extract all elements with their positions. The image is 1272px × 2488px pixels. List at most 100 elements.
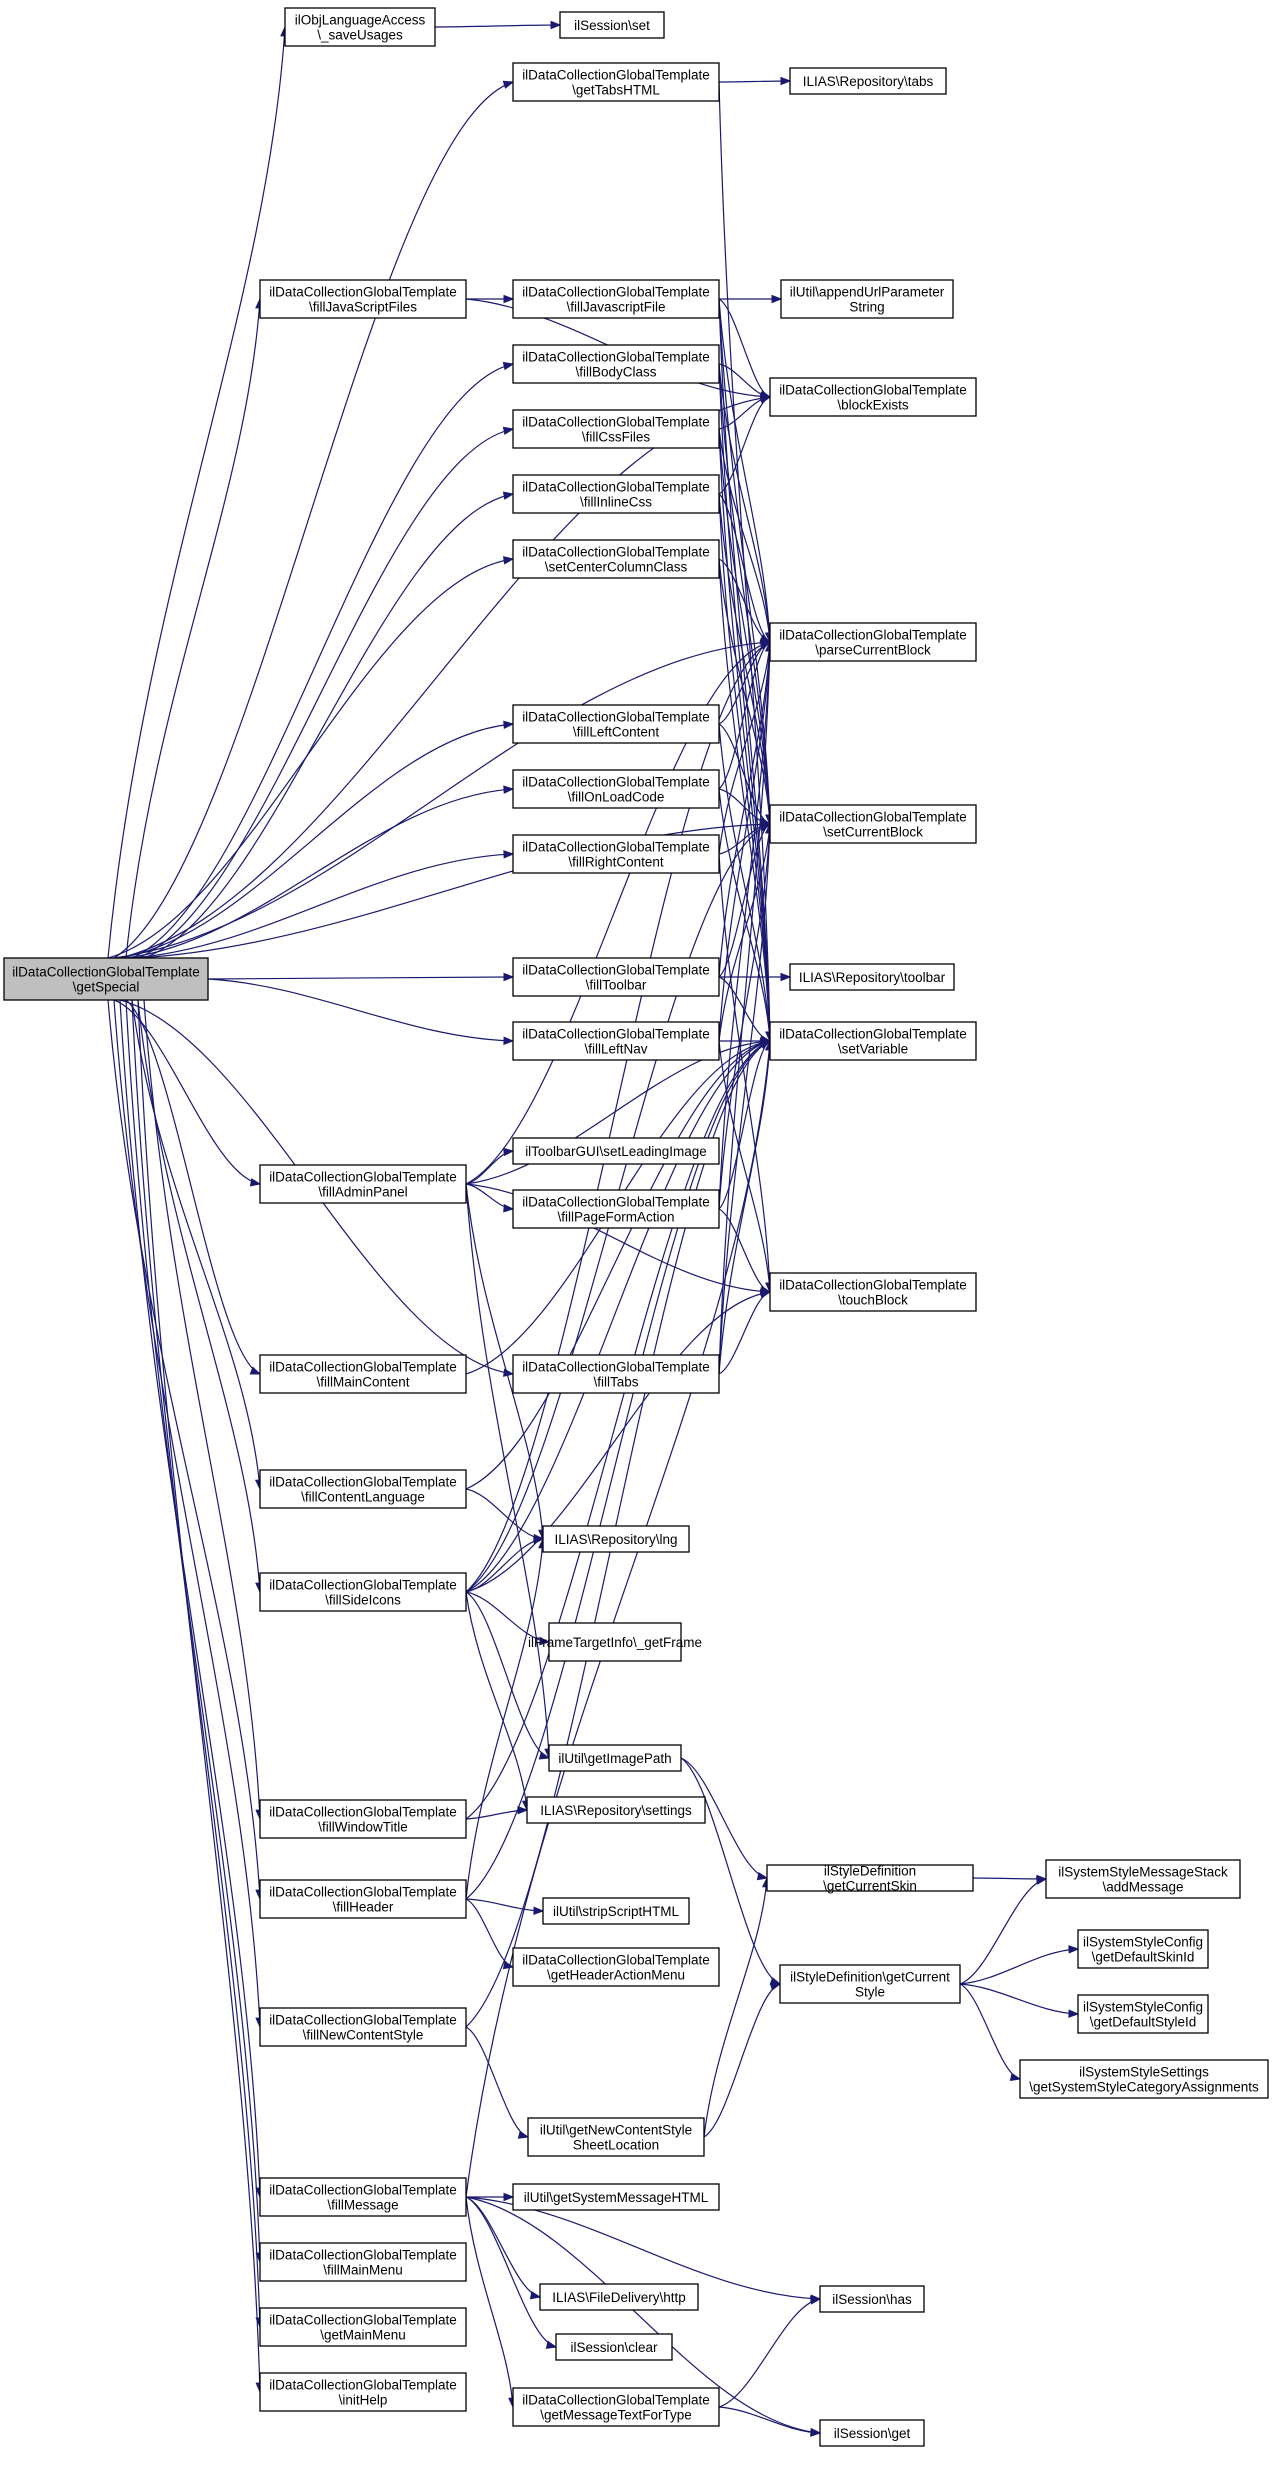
node-label: ilDataCollectionGlobalTemplate\initHelp bbox=[269, 2378, 457, 2408]
arrowhead bbox=[759, 395, 772, 404]
node-get-main-menu[interactable]: ilDataCollectionGlobalTemplate\getMainMe… bbox=[259, 2307, 467, 2347]
node-strip-script-html[interactable]: ilUtil\stripScriptHTML bbox=[542, 1897, 690, 1925]
node-fill-on-load-code[interactable]: ilDataCollectionGlobalTemplate\fillOnLoa… bbox=[512, 769, 720, 809]
node-fill-content-language[interactable]: ilDataCollectionGlobalTemplate\fillConte… bbox=[259, 1469, 467, 1509]
node-get-tabs-html[interactable]: ilDataCollectionGlobalTemplate\getTabsHT… bbox=[512, 62, 720, 102]
edge-get-image-path-to-get-current-skin bbox=[680, 1757, 768, 1879]
node-repo-toolbar[interactable]: ILIAS\Repository\toolbar bbox=[789, 963, 955, 991]
node-fill-side-icons[interactable]: ilDataCollectionGlobalTemplate\fillSideI… bbox=[259, 1572, 467, 1612]
node-fill-admin-panel[interactable]: ilDataCollectionGlobalTemplate\fillAdmin… bbox=[259, 1164, 467, 1204]
node-box bbox=[512, 344, 720, 384]
node-box bbox=[512, 769, 720, 809]
node-parse-current-block[interactable]: ilDataCollectionGlobalTemplate\parseCurr… bbox=[769, 622, 977, 662]
node-set-leading-image[interactable]: ilToolbarGUI\setLeadingImage bbox=[512, 1137, 720, 1165]
node-fill-body-class[interactable]: ilDataCollectionGlobalTemplate\fillBodyC… bbox=[512, 344, 720, 384]
edge-fill-page-form-action-to-set-variable bbox=[718, 1040, 771, 1210]
node-get-default-style-id[interactable]: ilSystemStyleConfig\getDefaultStyleId bbox=[1077, 1994, 1209, 2034]
node-set-current-block[interactable]: ilDataCollectionGlobalTemplate\setCurren… bbox=[769, 804, 977, 844]
node-save-usages[interactable]: ilObjLanguageAccess\_saveUsages bbox=[284, 7, 436, 47]
node-label: ilDataCollectionGlobalTemplate\fillCssFi… bbox=[522, 415, 710, 445]
node-fill-left-nav[interactable]: ilDataCollectionGlobalTemplate\fillLeftN… bbox=[512, 1021, 720, 1061]
node-fill-new-content-style[interactable]: ilDataCollectionGlobalTemplate\fillNewCo… bbox=[259, 2007, 467, 2047]
node-session-set[interactable]: ilSession\set bbox=[559, 11, 665, 39]
node-label: ilDataCollectionGlobalTemplate\fillLeftN… bbox=[522, 1027, 710, 1057]
node-get-image-path[interactable]: ilUtil\getImagePath bbox=[548, 1744, 682, 1772]
arrowhead bbox=[502, 361, 515, 371]
node-repo-lng[interactable]: ILIAS\Repository\lng bbox=[542, 1525, 690, 1553]
edge-root-to-fill-main-content bbox=[125, 999, 261, 1375]
node-box bbox=[542, 1897, 690, 1925]
node-add-message[interactable]: ilSystemStyleMessageStack\addMessage bbox=[1045, 1859, 1241, 1899]
node-box bbox=[259, 1354, 467, 1394]
node-fill-message[interactable]: ilDataCollectionGlobalTemplate\fillMessa… bbox=[259, 2177, 467, 2217]
node-set-center-column-class[interactable]: ilDataCollectionGlobalTemplate\setCenter… bbox=[512, 539, 720, 579]
arrowhead bbox=[529, 2291, 542, 2300]
node-fill-page-form-action[interactable]: ilDataCollectionGlobalTemplate\fillPageF… bbox=[512, 1189, 720, 1229]
node-get-header-action-menu[interactable]: ilDataCollectionGlobalTemplate\getHeader… bbox=[512, 1947, 720, 1987]
arrowhead bbox=[503, 1147, 515, 1157]
node-get-system-message-html[interactable]: ilUtil\getSystemMessageHTML bbox=[512, 2183, 720, 2211]
arrowhead bbox=[780, 972, 792, 982]
node-fill-javascript-file[interactable]: ilDataCollectionGlobalTemplate\fillJavas… bbox=[512, 279, 720, 319]
node-session-get[interactable]: ilSession\get bbox=[819, 2419, 925, 2447]
node-label: ilSession\clear bbox=[570, 2340, 658, 2355]
node-label: ilUtil\getSystemMessageHTML bbox=[524, 2190, 709, 2205]
edge-get-current-style-to-get-system-style-category-assignments bbox=[959, 1983, 1021, 2080]
edge-fill-admin-panel-to-touch-block bbox=[465, 1183, 771, 1293]
node-session-clear[interactable]: ilSession\clear bbox=[555, 2333, 673, 2361]
arrowhead bbox=[545, 2340, 558, 2349]
node-box bbox=[769, 622, 977, 662]
node-fill-toolbar[interactable]: ilDataCollectionGlobalTemplate\fillToolb… bbox=[512, 957, 720, 997]
node-get-default-skin-id[interactable]: ilSystemStyleConfig\getDefaultSkinId bbox=[1077, 1929, 1209, 1969]
node-label: ilDataCollectionGlobalTemplate\parseCurr… bbox=[779, 628, 967, 658]
node-block-exists[interactable]: ilDataCollectionGlobalTemplate\blockExis… bbox=[769, 377, 977, 417]
edge-fill-right-content-to-parse-current-block bbox=[718, 641, 771, 855]
edge-fill-content-language-to-repo-lng bbox=[465, 1488, 544, 1540]
node-fill-left-content[interactable]: ilDataCollectionGlobalTemplate\fillLeftC… bbox=[512, 704, 720, 744]
node-fill-header[interactable]: ilDataCollectionGlobalTemplate\fillHeade… bbox=[259, 1879, 467, 1919]
node-fill-inline-css[interactable]: ilDataCollectionGlobalTemplate\fillInlin… bbox=[512, 474, 720, 514]
node-init-help[interactable]: ilDataCollectionGlobalTemplate\initHelp bbox=[259, 2372, 467, 2412]
node-label: ilDataCollectionGlobalTemplate\fillAdmin… bbox=[269, 1170, 457, 1200]
edge-root-to-fill-left-content bbox=[119, 723, 514, 959]
node-set-variable[interactable]: ilDataCollectionGlobalTemplate\setVariab… bbox=[769, 1021, 977, 1061]
node-box bbox=[542, 1525, 690, 1553]
node-get-system-style-category-assignments[interactable]: ilSystemStyleSettings\getSystemStyleCate… bbox=[1019, 2059, 1269, 2099]
node-box bbox=[259, 2007, 467, 2047]
node-box bbox=[1045, 1859, 1241, 1899]
node-fill-main-menu[interactable]: ilDataCollectionGlobalTemplate\fillMainM… bbox=[259, 2242, 467, 2282]
node-get-frame[interactable]: ilFrameTargetInfo\_getFrame bbox=[528, 1622, 702, 1662]
node-repo-tabs[interactable]: ILIAS\Repository\tabs bbox=[789, 67, 947, 95]
arrowhead bbox=[1068, 1945, 1080, 1954]
node-get-current-skin[interactable]: ilStyleDefinition\getCurrentSkin bbox=[766, 1864, 974, 1894]
node-box bbox=[789, 963, 955, 991]
node-box bbox=[259, 1164, 467, 1204]
node-fill-java-script-files[interactable]: ilDataCollectionGlobalTemplate\fillJavaS… bbox=[259, 279, 467, 319]
node-box bbox=[769, 1021, 977, 1061]
node-fill-main-content[interactable]: ilDataCollectionGlobalTemplate\fillMainC… bbox=[259, 1354, 467, 1394]
node-root[interactable]: ilDataCollectionGlobalTemplate\getSpecia… bbox=[3, 957, 209, 1001]
node-fill-right-content[interactable]: ilDataCollectionGlobalTemplate\fillRight… bbox=[512, 834, 720, 874]
node-fill-tabs[interactable]: ilDataCollectionGlobalTemplate\fillTabs bbox=[512, 1354, 720, 1394]
edge-fill-message-to-session-get bbox=[465, 2196, 821, 2434]
node-session-has[interactable]: ilSession\has bbox=[819, 2285, 925, 2313]
node-file-delivery-http[interactable]: ILIAS\FileDelivery\http bbox=[539, 2283, 699, 2311]
node-repo-settings[interactable]: ILIAS\Repository\settings bbox=[526, 1796, 706, 1824]
node-box bbox=[512, 409, 720, 449]
node-fill-css-files[interactable]: ilDataCollectionGlobalTemplate\fillCssFi… bbox=[512, 409, 720, 449]
arrowhead bbox=[503, 2192, 515, 2202]
edge-get-current-skin-to-add-message bbox=[972, 1877, 1047, 1880]
arrowhead bbox=[503, 785, 515, 794]
node-label: ilDataCollectionGlobalTemplate\fillSideI… bbox=[269, 1578, 457, 1608]
arrowhead bbox=[517, 2130, 530, 2139]
node-label: ilDataCollectionGlobalTemplate\fillMainC… bbox=[269, 1360, 457, 1390]
edge-get-current-style-to-get-default-style-id bbox=[959, 1983, 1079, 2015]
node-fill-window-title[interactable]: ilDataCollectionGlobalTemplate\fillWindo… bbox=[259, 1799, 467, 1839]
node-touch-block[interactable]: ilDataCollectionGlobalTemplate\touchBloc… bbox=[769, 1272, 977, 1312]
node-box bbox=[555, 2333, 673, 2361]
edge-fill-admin-panel-to-parse-current-block bbox=[465, 641, 771, 1185]
node-get-message-text-for-type[interactable]: ilDataCollectionGlobalTemplate\getMessag… bbox=[512, 2387, 720, 2427]
